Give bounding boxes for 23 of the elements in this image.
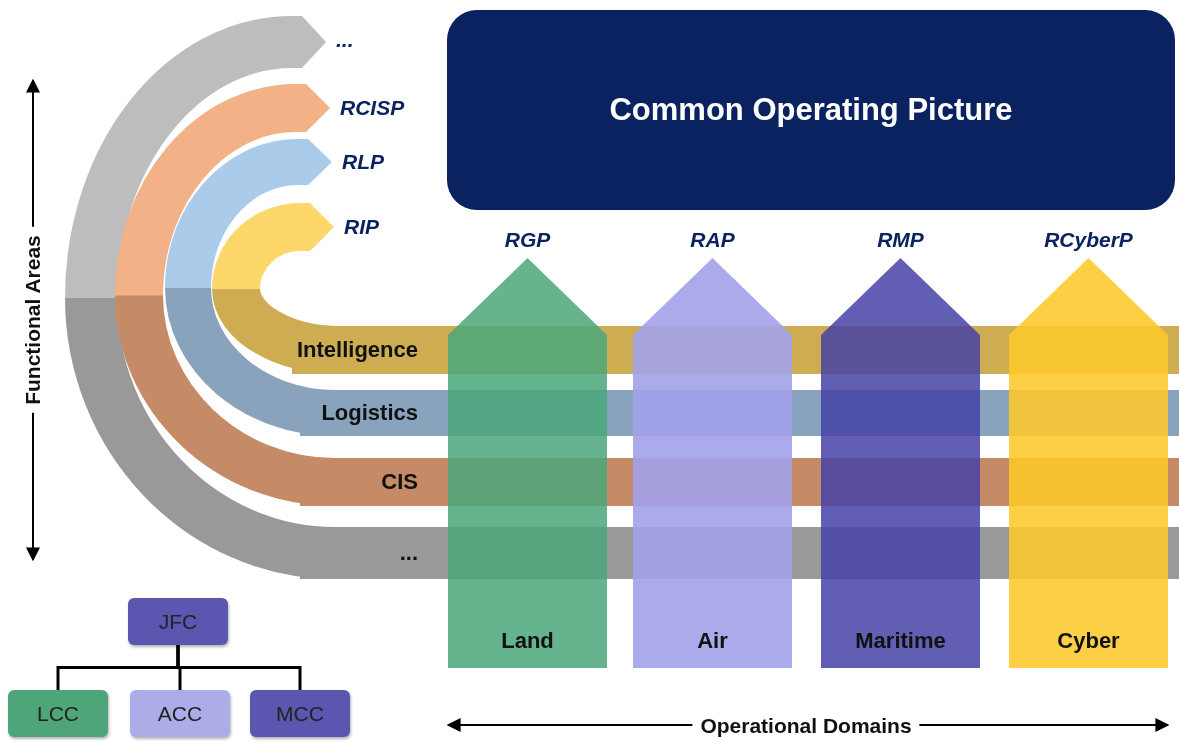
org-box: ACC	[130, 690, 230, 737]
band-label: CIS	[381, 469, 418, 495]
product-label: RGP	[504, 228, 551, 252]
org-box: MCC	[250, 690, 350, 737]
band-label: ...	[399, 540, 418, 566]
product-label: RAP	[690, 228, 735, 252]
domain-label: Land	[501, 628, 554, 654]
product-label: RMP	[877, 228, 924, 252]
org-box: LCC	[8, 690, 108, 737]
domain-label: Maritime	[855, 628, 946, 654]
product-label: RCyberP	[1044, 228, 1133, 252]
title-panel	[447, 10, 1175, 210]
domain-label: Air	[697, 628, 728, 654]
band-label: Logistics	[321, 400, 418, 426]
product-label: RCISP	[340, 96, 405, 120]
domain-label: Cyber	[1057, 628, 1120, 654]
org-box: JFC	[128, 598, 228, 645]
product-label: RIP	[344, 215, 379, 239]
product-label: ...	[336, 28, 354, 52]
band-label: Intelligence	[296, 337, 418, 363]
tree-connector	[176, 645, 302, 690]
product-label: RLP	[342, 150, 384, 174]
panel-title: Common Operating Picture	[609, 92, 1013, 128]
